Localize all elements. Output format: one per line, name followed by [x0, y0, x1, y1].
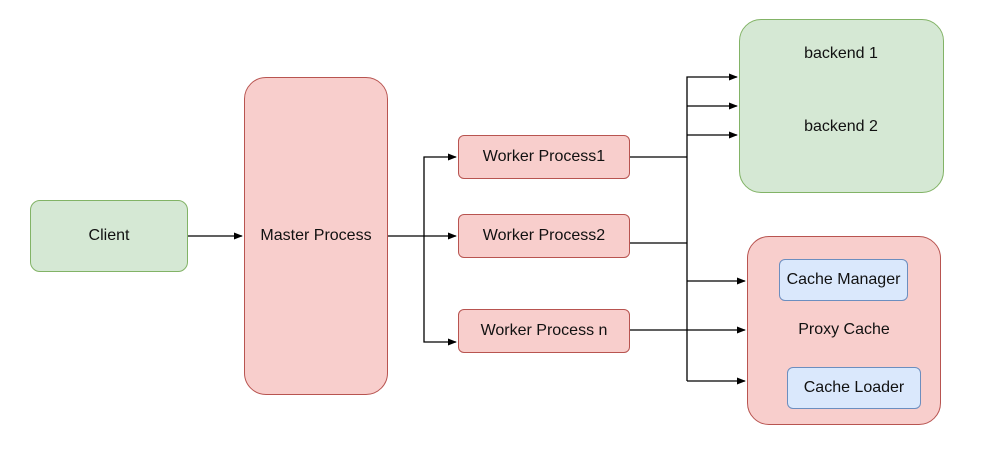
client-label: Client: [88, 227, 130, 244]
edge-bus-backend1: [686, 73, 738, 157]
backend-1-label: backend 1: [804, 45, 878, 62]
edge-master-worker-n: [423, 236, 457, 346]
master-process-node: Master Process: [244, 77, 388, 395]
master-process-label: Master Process: [260, 227, 372, 244]
backend-group: [739, 19, 944, 193]
worker-process-2-label: Worker Process2: [482, 227, 606, 244]
worker-process-2-node: Worker Process2: [458, 214, 630, 258]
edge-master-worker1: [423, 153, 457, 236]
backend-2-label: backend 2: [804, 118, 878, 135]
cache-manager-node: Cache Manager: [779, 259, 908, 301]
worker-process-1-label: Worker Process1: [482, 148, 606, 165]
worker-process-n-label: Worker Process n: [480, 322, 608, 339]
cache-loader-node: Cache Loader: [787, 367, 921, 409]
worker-process-1-node: Worker Process1: [458, 135, 630, 179]
cache-loader-label: Cache Loader: [803, 379, 905, 396]
proxy-cache-label: Proxy Cache: [798, 321, 890, 338]
client-node: Client: [30, 200, 188, 272]
worker-process-n-node: Worker Process n: [458, 309, 630, 353]
cache-manager-label: Cache Manager: [786, 271, 901, 288]
